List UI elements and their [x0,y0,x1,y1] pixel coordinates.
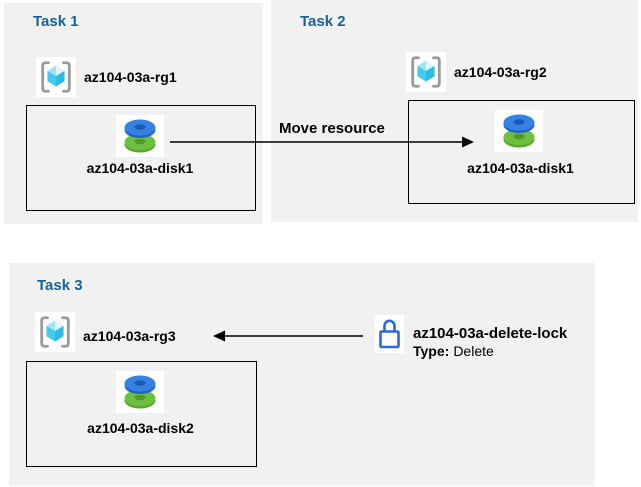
disk-icon [124,375,156,409]
task3-disk-label: az104-03a-disk2 [87,420,194,436]
lock-name-label: az104-03a-delete-lock [413,325,568,342]
task2-resource-group-label: az104-03a-rg2 [454,64,547,80]
task1-resource-box [26,105,256,211]
resource-group-icon [41,61,71,93]
task1-disk-icon-bg [116,115,164,157]
task3-title: Task 3 [37,277,83,294]
task2-resource-group-icon-bg [406,52,446,92]
resource-group-icon [411,56,441,88]
lock-icon [379,319,400,349]
task3-resource-box [26,361,257,467]
task3-disk-icon-bg [116,371,164,413]
move-resource-arrow [170,136,474,148]
move-resource-label: Move resource [279,120,385,137]
task2-disk-label: az104-03a-disk1 [467,160,574,176]
task2-title: Task 2 [300,13,346,30]
task1-disk-label: az104-03a-disk1 [86,160,194,176]
lock-type-line: Type:Delete [413,343,494,359]
task2-resource-box [408,100,635,204]
disk-icon [503,114,535,148]
task1-panel [4,3,263,224]
task3-resource-group-label: az104-03a-rg3 [83,328,176,344]
lock-icon-bg [375,315,404,353]
task3-resource-group-icon-bg [35,312,75,352]
resource-group-icon [40,316,70,348]
lock-type-value: Delete [453,343,494,359]
task2-panel [271,0,638,222]
task3-panel [9,263,595,486]
task1-resource-group-icon-bg [36,57,76,97]
disk-icon [124,119,156,153]
task1-title: Task 1 [33,13,79,30]
lock-arrow [213,330,363,342]
task1-resource-group-label: az104-03a-rg1 [84,69,177,85]
lock-type-label: Type: [413,343,450,359]
task2-disk-icon-bg [495,110,543,152]
